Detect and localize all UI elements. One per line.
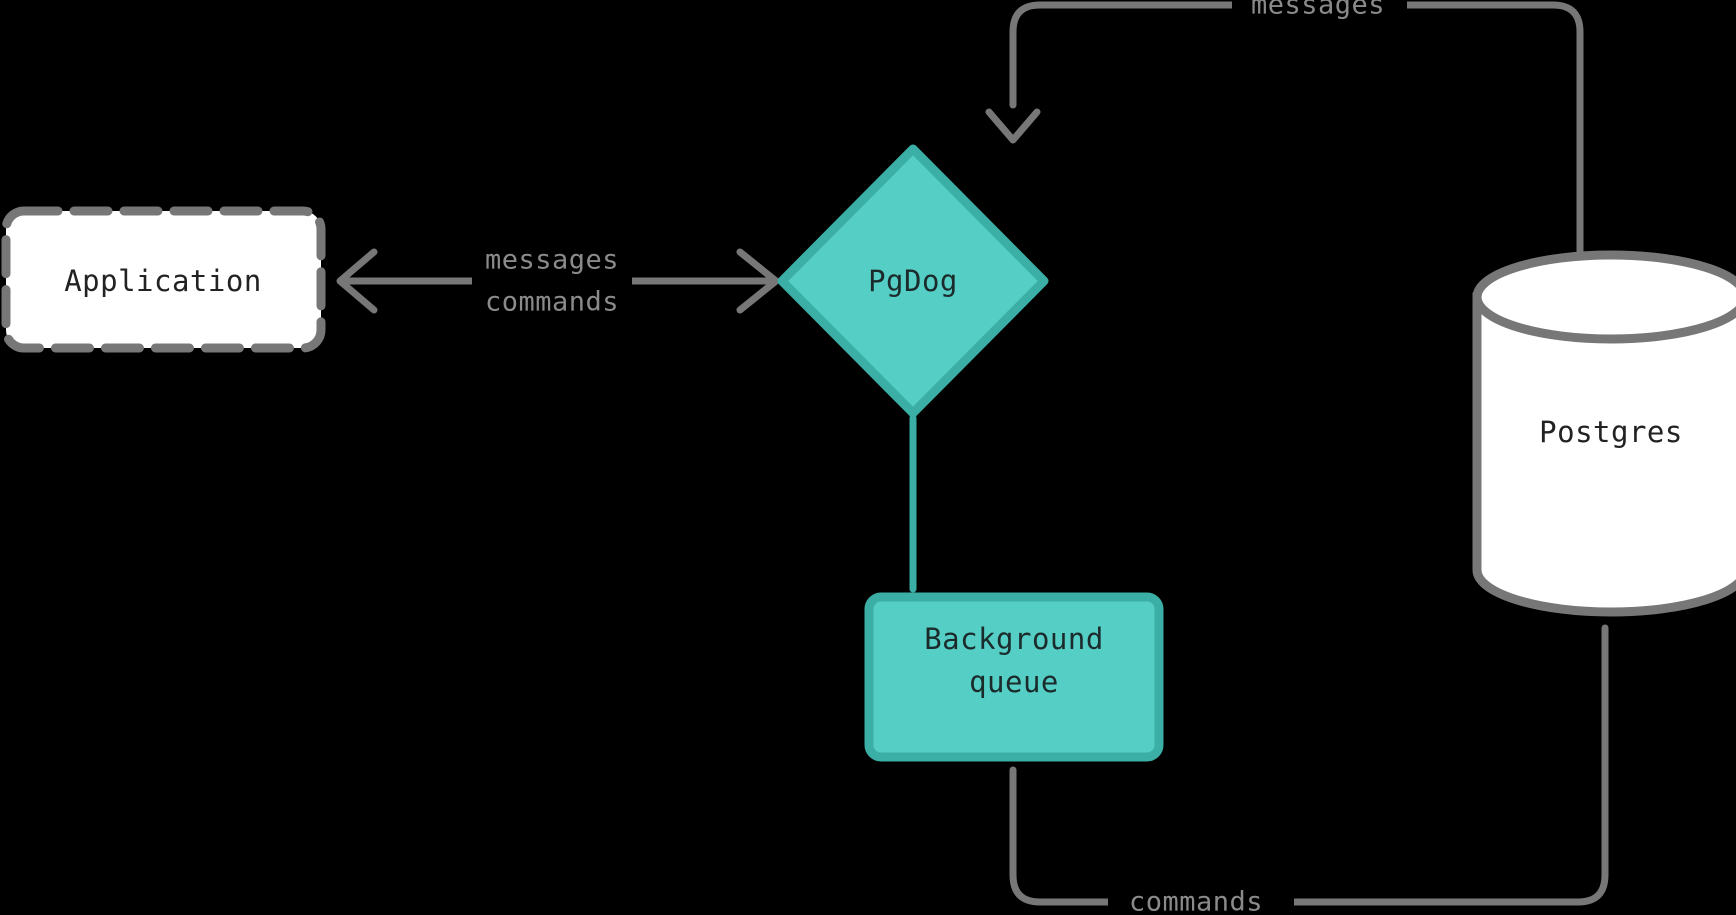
arrowhead-right-to-pgdog [736, 248, 780, 314]
node-postgres-label: Postgres [1539, 415, 1683, 449]
node-pgdog-shape[interactable] [777, 144, 1049, 418]
edge-label-messages-top: messages [1251, 0, 1385, 21]
edge-label-mask-bottom [1108, 883, 1294, 915]
node-postgres[interactable]: Postgres [1472, 250, 1736, 617]
edge-postgres-to-pgdog: messages [985, 0, 1584, 269]
edge-application-to-pgdog: messages commands [472, 240, 780, 328]
node-application[interactable]: Application [1, 206, 326, 353]
node-background-queue[interactable]: Background queue [864, 592, 1164, 762]
edge-label-messages-middle: messages [485, 245, 619, 276]
node-postgres-body[interactable] [1472, 292, 1736, 617]
node-application-label: Application [64, 264, 262, 298]
arrowhead-down-to-pgdog [985, 108, 1041, 144]
node-postgres-top-ellipse[interactable] [1472, 250, 1736, 344]
node-pgdog-label: PgDog [868, 264, 958, 298]
edge-path-postgres-to-pgdog [1009, 1, 1584, 269]
node-background-queue-shape[interactable] [864, 592, 1164, 762]
edge-label-commands-middle: commands [485, 287, 619, 318]
edge-label-commands-bottom: commands [1129, 887, 1263, 915]
edge-path-background-queue-to-postgres [1009, 624, 1609, 906]
edge-label-mask-middle [472, 240, 632, 328]
node-pgdog[interactable]: PgDog [777, 144, 1049, 418]
node-background-queue-label-line1: Background [924, 622, 1104, 656]
node-background-queue-label-line2: queue [969, 665, 1059, 699]
edge-label-mask-top [1232, 0, 1407, 24]
node-application-shape[interactable] [1, 206, 326, 353]
arrowhead-left-to-application [336, 248, 378, 314]
